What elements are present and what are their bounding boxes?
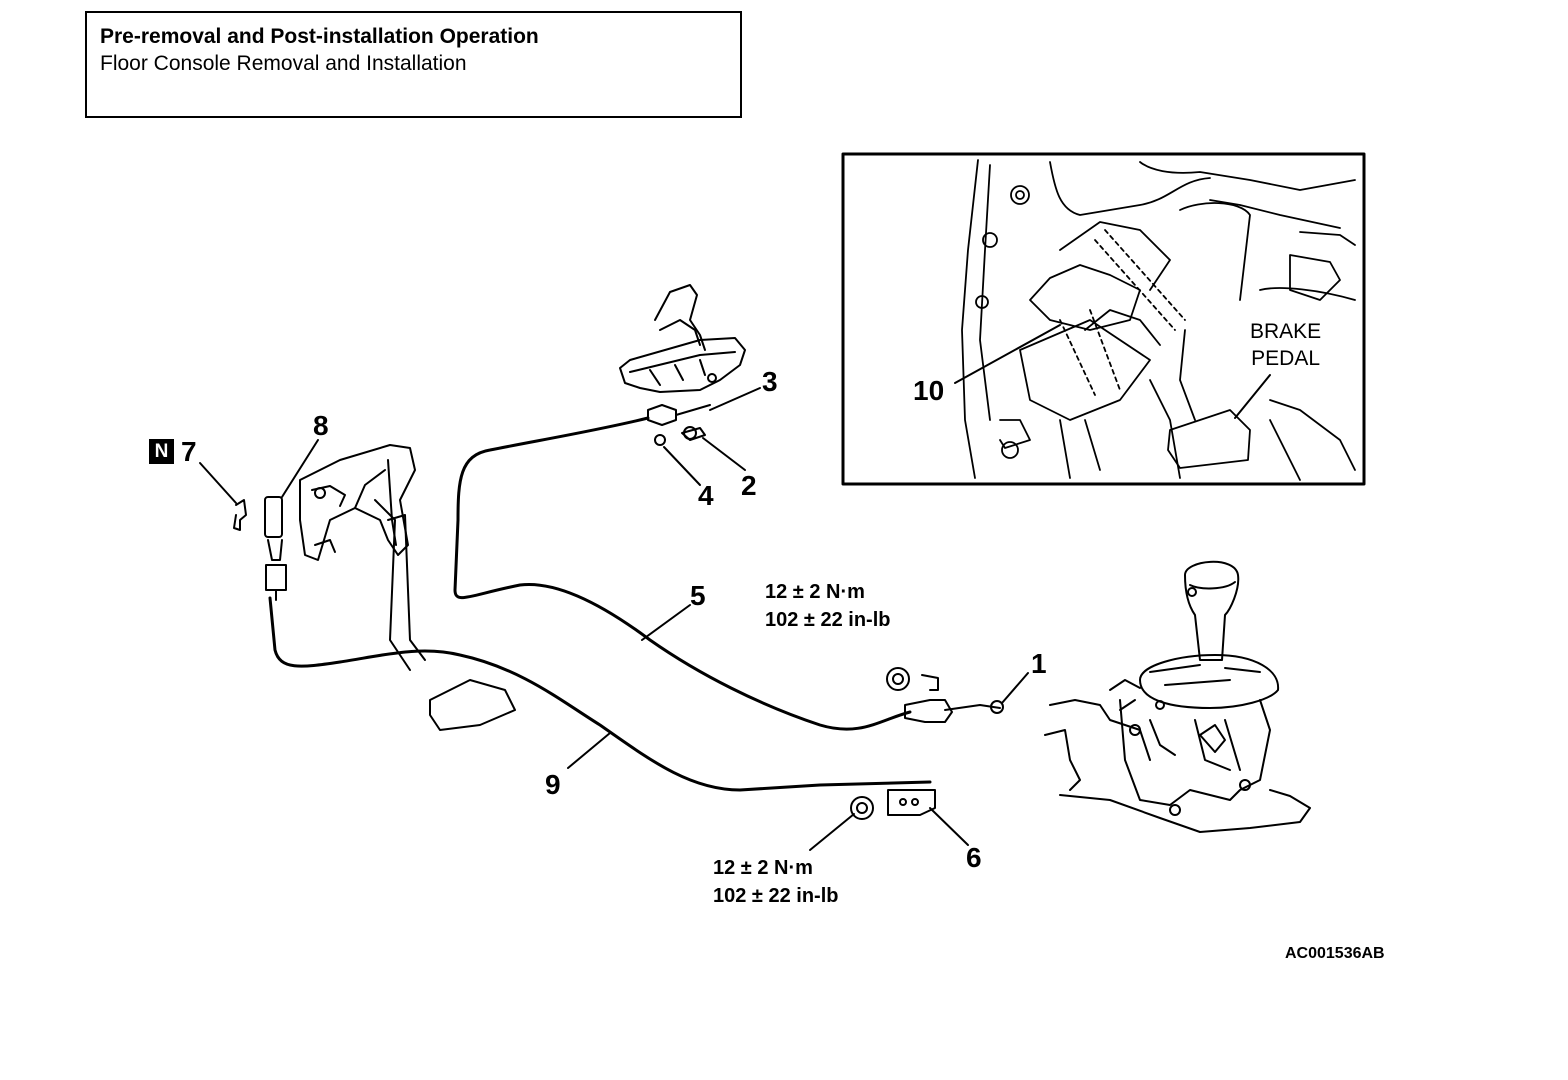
leader-8	[281, 439, 319, 498]
part-7-clip	[233, 499, 247, 531]
part-8-switch	[264, 496, 287, 601]
callout-5: 5	[690, 580, 706, 611]
leader-torque-lower	[809, 813, 855, 851]
header-subtitle: Floor Console Removal and Installation	[100, 52, 467, 75]
torque-lower-inlb: 102 ± 22 in-lb	[713, 885, 839, 907]
callout-10: 10	[913, 375, 945, 406]
leader-2	[702, 437, 746, 471]
torque-upper-nm: 12 ± 2 N·m	[765, 581, 865, 603]
brake-pedal-label: BRAKE PEDAL	[1250, 318, 1321, 372]
leader-9	[567, 732, 611, 769]
torque-spec-upper: 12 ± 2 N·m 102 ± 22 in-lb	[765, 578, 890, 634]
callout-8: 8	[313, 410, 329, 441]
nut-lower	[850, 796, 874, 820]
torque-upper-inlb: 102 ± 22 in-lb	[765, 609, 891, 631]
leader-7	[199, 462, 237, 504]
brake-label-line1: BRAKE	[1250, 320, 1322, 343]
leader-6	[929, 807, 969, 846]
callout-3: 3	[762, 366, 778, 397]
part-6-hole-1	[899, 798, 907, 806]
part-5-cable-end-lower	[904, 699, 1001, 723]
inset-illustration	[961, 159, 1356, 481]
leader-10	[954, 324, 1061, 384]
callout-2: 2	[741, 470, 757, 501]
leader-5	[641, 604, 691, 641]
bracket-upper	[921, 674, 939, 691]
brake-pedal-illustration	[299, 444, 516, 731]
leader-brake-pedal	[1234, 374, 1271, 419]
inset-frame	[841, 152, 1366, 486]
part-5-cable-end-upper	[647, 404, 711, 426]
part-4-pin	[654, 434, 666, 446]
part-6-bracket	[887, 789, 936, 816]
part-2-clip-body	[681, 427, 706, 441]
callout-6: 6	[966, 842, 982, 873]
part-5-cable	[453, 416, 912, 731]
leader-3	[709, 387, 761, 411]
torque-lower-nm: 12 ± 2 N·m	[713, 857, 813, 879]
leader-4	[663, 446, 701, 486]
part-3-lock-assembly	[619, 284, 746, 393]
nut-upper	[886, 667, 910, 691]
new-part-badge: N	[149, 439, 174, 464]
torque-spec-lower: 12 ± 2 N·m 102 ± 22 in-lb	[713, 854, 838, 910]
header-title: Pre-removal and Post-installation Operat…	[100, 25, 539, 48]
reference-code: AC001536AB	[1285, 945, 1385, 962]
callout-9: 9	[545, 769, 561, 800]
header-box: Pre-removal and Post-installation Operat…	[85, 11, 742, 118]
callout-7: 7	[181, 436, 197, 467]
leader-1	[1001, 672, 1029, 704]
shift-lever-illustration	[1044, 560, 1311, 833]
part-9-cable	[268, 596, 932, 792]
callout-1: 1	[1031, 648, 1047, 679]
part-1-clip	[990, 700, 1004, 714]
brake-label-line2: PEDAL	[1251, 347, 1321, 370]
callout-4: 4	[698, 480, 714, 511]
part-6-hole-2	[911, 798, 919, 806]
